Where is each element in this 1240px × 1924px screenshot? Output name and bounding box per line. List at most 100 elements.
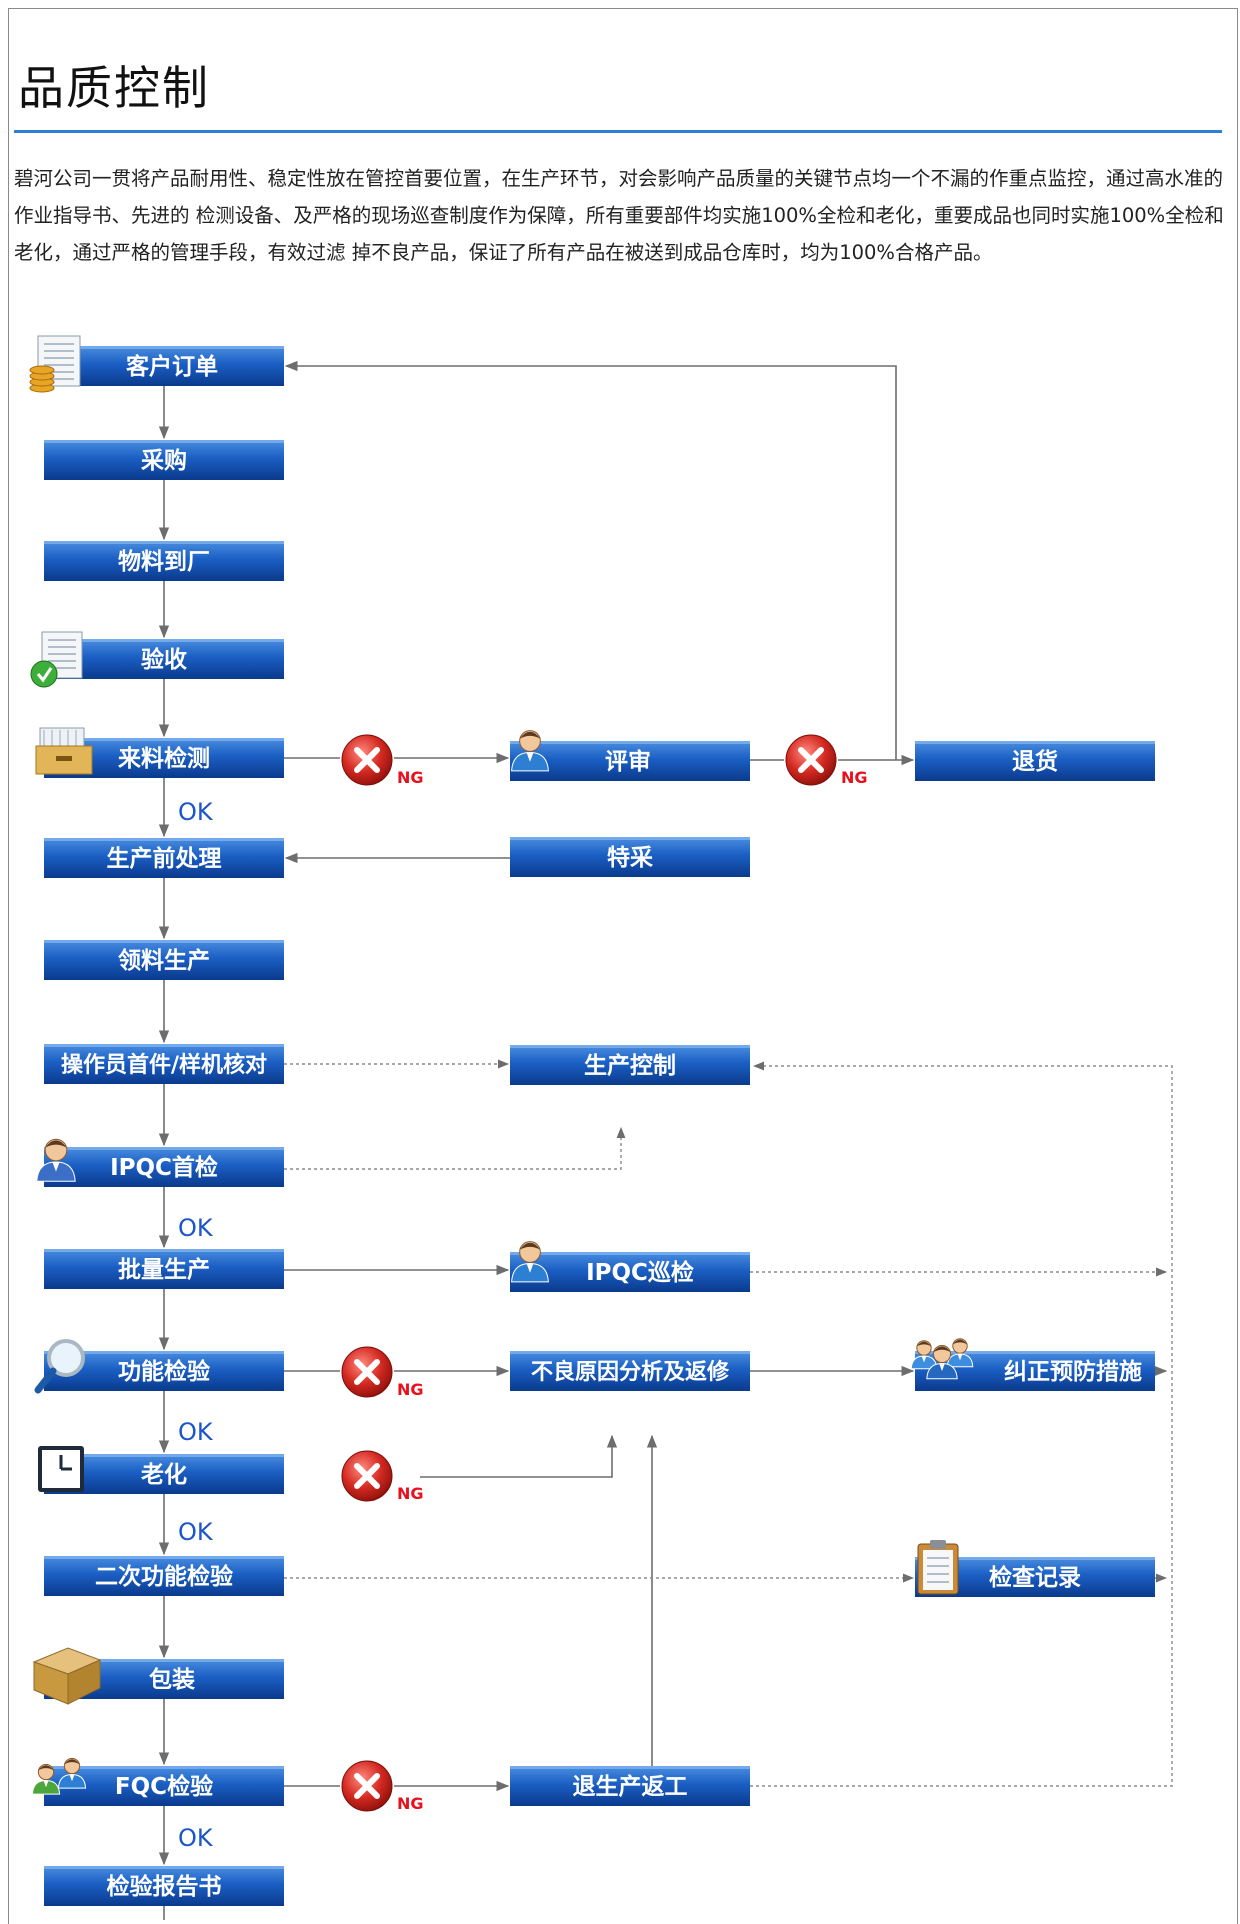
step-label: 老化 (140, 1461, 187, 1488)
step-label: 功能检验 (118, 1358, 210, 1385)
flow-result-marks: NG NG NG NG NG OK OK OK OK OK (178, 733, 868, 1852)
step-first-article: 操作员首件/样机核对 (44, 1044, 284, 1084)
step-label: 物料到厂 (118, 548, 210, 575)
step-mass: 批量生产 (44, 1249, 284, 1289)
step-box (44, 1044, 284, 1084)
ng-label: NG (397, 1794, 424, 1813)
ng-mark-fqc: NG (340, 1759, 424, 1813)
step-box (44, 940, 284, 980)
step-box (510, 1351, 750, 1391)
step-label: 客户订单 (126, 353, 218, 380)
ng-mark-aging: NG (340, 1449, 424, 1503)
step-function-test2: 二次功能检验 (44, 1556, 284, 1596)
step-label: 生产前处理 (107, 845, 222, 872)
step-picking: 领料生产 (44, 940, 284, 980)
ok-label-function: OK (178, 1418, 214, 1446)
step-box (44, 440, 284, 480)
inspectors-icon (31, 1757, 87, 1795)
step-label: 验收 (141, 646, 187, 673)
step-analysis: 不良原因分析及返修 (510, 1351, 750, 1391)
step-special: 特采 (510, 837, 750, 877)
ng-label: NG (397, 768, 424, 787)
step-label: 采购 (141, 448, 187, 474)
step-box (44, 346, 284, 386)
package-box-icon (32, 1647, 102, 1705)
step-label: 检查记录 (989, 1564, 1081, 1591)
step-box (510, 741, 750, 781)
order-document-icon (29, 335, 81, 393)
ng-mark-review: NG (784, 733, 868, 787)
inspector-icon (36, 1138, 76, 1182)
step-label: 检验报告书 (107, 1873, 222, 1900)
step-ipqc-first: IPQC首检 (44, 1147, 284, 1187)
person-icon (511, 1241, 549, 1283)
step-label: 不良原因分析及返修 (531, 1359, 730, 1385)
step-return-goods: 退货 (915, 741, 1155, 781)
step-box (44, 1866, 284, 1906)
step-label: 生产控制 (584, 1052, 676, 1079)
step-arrival: 物料到厂 (44, 541, 284, 581)
step-box (44, 1249, 284, 1289)
step-order: 客户订单 (44, 346, 284, 386)
checked-document-icon (30, 631, 83, 688)
title-rule (14, 130, 1222, 133)
ng-label: NG (397, 1484, 424, 1503)
step-review: 评审 (510, 741, 750, 781)
step-label: IPQC巡检 (586, 1259, 694, 1286)
ok-label-ipqc: OK (178, 1214, 214, 1242)
step-box (510, 1045, 750, 1085)
inspection-box-icon (35, 727, 93, 775)
page-title: 品质控制 (18, 61, 210, 115)
ok-label-incoming: OK (178, 798, 214, 826)
flow-icons (29, 335, 974, 1795)
team-icon (910, 1338, 974, 1380)
ng-mark-incoming: NG (340, 733, 424, 787)
step-box (510, 1766, 750, 1806)
step-label: FQC检验 (115, 1773, 213, 1800)
step-label: 评审 (605, 748, 651, 775)
ng-mark-function-test: NG (340, 1345, 424, 1399)
ok-label-fqc: OK (178, 1824, 214, 1852)
step-box (44, 1556, 284, 1596)
dashed-up-to-prod-control (284, 1126, 626, 1170)
arrow-back-to-order (284, 360, 897, 760)
step-label: 特采 (607, 845, 653, 871)
step-purchase: 采购 (44, 440, 284, 480)
step-label: 来料检测 (118, 745, 210, 772)
step-label: 包装 (149, 1666, 195, 1693)
step-acceptance: 验收 (44, 639, 284, 679)
step-box (44, 541, 284, 581)
step-box (44, 639, 284, 679)
step-rework: 退生产返工 (510, 1766, 750, 1806)
step-box (510, 1252, 750, 1292)
ng-label: NG (841, 768, 868, 787)
dashed-feedback-to-prod-control (750, 1061, 1173, 1787)
step-box (915, 741, 1155, 781)
step-label: 纠正预防措施 (1004, 1358, 1142, 1385)
step-prod-control: 生产控制 (510, 1045, 750, 1085)
step-box (44, 838, 284, 878)
clock-icon (38, 1446, 84, 1492)
step-report: 检验报告书 (44, 1866, 284, 1906)
clipboard-icon (917, 1540, 959, 1595)
step-label: 退生产返工 (573, 1773, 688, 1800)
intro-paragraph: 碧河公司一贯将产品耐用性、稳定性放在管控首要位置，在生产环节，对会影响产品质量的… (14, 167, 1224, 264)
ok-label-aging: OK (178, 1518, 214, 1546)
step-box (44, 1147, 284, 1187)
step-box (510, 837, 750, 877)
flow-connectors (158, 360, 1173, 1920)
step-label: IPQC首检 (110, 1154, 218, 1181)
step-label: 二次功能检验 (95, 1563, 233, 1590)
step-label: 退货 (1012, 748, 1058, 775)
step-ipqc-patrol: IPQC巡检 (510, 1252, 750, 1292)
person-icon (511, 730, 549, 772)
step-label: 批量生产 (118, 1256, 210, 1283)
ng-label: NG (397, 1380, 424, 1399)
step-preprocess: 生产前处理 (44, 838, 284, 878)
magnifier-icon (34, 1339, 85, 1394)
step-label: 领料生产 (118, 947, 210, 974)
arrow-aging-to-analysis (420, 1434, 618, 1478)
step-label: 操作员首件/样机核对 (61, 1052, 267, 1078)
